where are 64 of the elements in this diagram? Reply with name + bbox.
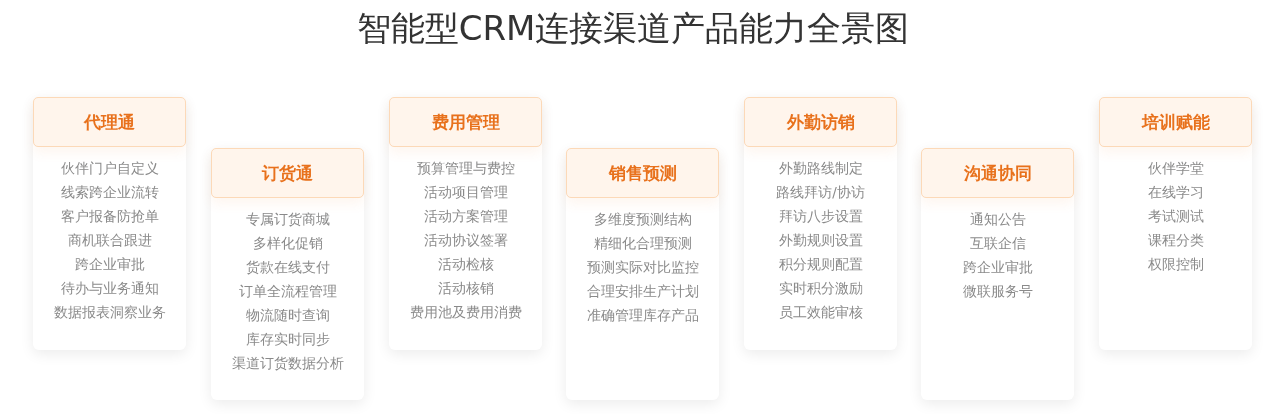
category-title: 销售预测 (608, 161, 677, 185)
feature-item: 合理安排生产计划 (586, 282, 699, 300)
category-header (389, 97, 542, 147)
feature-card (211, 148, 364, 400)
feature-item: 线索跨企业流转 (60, 183, 159, 201)
category-title: 费用管理 (431, 110, 500, 134)
feature-item: 商机联合跟进 (67, 231, 152, 249)
category-title: 订货通 (262, 161, 313, 185)
feature-item: 课程分类 (1147, 231, 1204, 249)
feature-item: 活动检核 (437, 255, 494, 273)
feature-item: 伙伴门户自定义 (60, 159, 159, 177)
feature-item: 外勤规则设置 (778, 231, 863, 249)
category-header (211, 148, 364, 198)
feature-item: 活动项目管理 (423, 183, 508, 201)
feature-item: 准确管理库存产品 (586, 306, 699, 324)
category-header (921, 148, 1074, 198)
feature-item: 外勤路线制定 (778, 159, 863, 177)
category-title: 代理通 (84, 110, 135, 134)
feature-card (566, 148, 719, 400)
feature-item: 多维度预测结构 (593, 210, 692, 228)
feature-item: 微联服务号 (962, 282, 1033, 300)
feature-item: 活动方案管理 (423, 207, 508, 225)
feature-item: 预算管理与费控 (416, 159, 515, 177)
feature-item: 跨企业审批 (962, 258, 1033, 276)
category-title: 外勤访销 (786, 110, 855, 134)
feature-card (921, 148, 1074, 400)
feature-item: 在线学习 (1147, 183, 1204, 201)
feature-item: 库存实时同步 (245, 330, 330, 348)
feature-item: 数据报表洞察业务 (53, 303, 166, 321)
feature-item: 渠道订货数据分析 (231, 354, 344, 372)
feature-item: 客户报备防抢单 (60, 207, 159, 225)
feature-item: 通知公告 (969, 210, 1026, 228)
feature-item: 物流随时查询 (245, 306, 330, 324)
category-header (1099, 97, 1252, 147)
feature-item: 互联企信 (969, 234, 1026, 252)
category-header (33, 97, 186, 147)
feature-item: 活动协议签署 (423, 231, 508, 249)
category-header (744, 97, 897, 147)
feature-item: 路线拜访/协访 (776, 183, 865, 201)
feature-item: 多样化促销 (252, 234, 323, 252)
feature-card (389, 97, 542, 350)
feature-item: 跨企业审批 (74, 255, 145, 273)
diagram-title: 智能型CRM连接渠道产品能力全景图 (355, 7, 911, 50)
feature-item: 精细化合理预测 (593, 234, 692, 252)
feature-item: 待办与业务通知 (60, 279, 159, 297)
category-header (566, 148, 719, 198)
feature-card (1099, 97, 1252, 350)
feature-item: 活动核销 (437, 279, 494, 297)
feature-item: 订单全流程管理 (238, 282, 337, 300)
category-title: 培训赋能 (1141, 110, 1210, 134)
feature-item: 伙伴学堂 (1147, 159, 1204, 177)
feature-item: 考试测试 (1147, 207, 1204, 225)
feature-item: 权限控制 (1147, 255, 1204, 273)
feature-item: 预测实际对比监控 (586, 258, 699, 276)
feature-item: 费用池及费用消费 (409, 303, 522, 321)
feature-item: 货款在线支付 (245, 258, 330, 276)
feature-item: 员工效能审核 (778, 303, 863, 321)
feature-item: 积分规则配置 (778, 255, 863, 273)
feature-item: 专属订货商城 (245, 210, 330, 228)
feature-card (33, 97, 186, 350)
category-title: 沟通协同 (963, 161, 1032, 185)
feature-item: 拜访八步设置 (778, 207, 863, 225)
feature-card (744, 97, 897, 350)
feature-item: 实时积分激励 (778, 279, 863, 297)
